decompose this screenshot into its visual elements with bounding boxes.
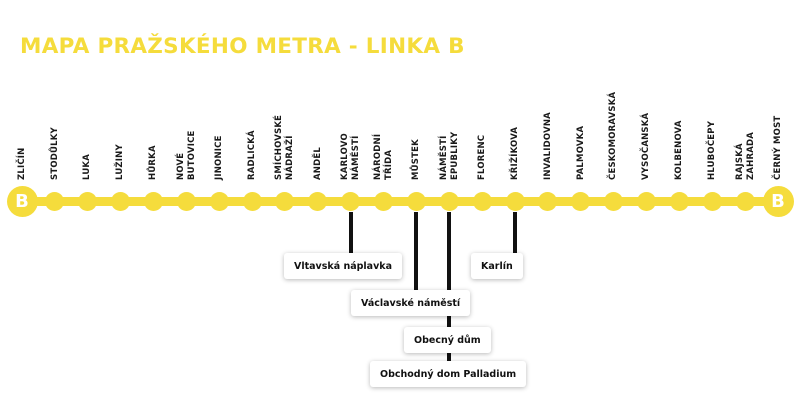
station-dot [406, 192, 426, 211]
station-name: ZAHRADA [745, 131, 756, 180]
station-name: LUKA [82, 154, 93, 180]
station-dot [735, 192, 755, 211]
station-dot [374, 192, 394, 211]
poi-connector [513, 212, 518, 253]
station-name: NÁMĚSTÍ [350, 135, 361, 180]
station-dot [341, 192, 361, 211]
station-dot [702, 192, 722, 211]
poi-connector [414, 212, 419, 290]
poi-label-box[interactable]: Obchodný dom Palladium [370, 361, 527, 387]
station-name: JINONICE [213, 135, 224, 180]
station-name: SMÍCHOVSKÉ [274, 114, 285, 180]
station-name: INVALIDOVNA [542, 112, 553, 180]
station-dot [111, 192, 131, 211]
station-name: NÁMĚSTÍ [438, 135, 449, 180]
station-name: MŮSTEK [411, 139, 422, 180]
station-name: ANDĚL [312, 147, 323, 180]
poi-connector [348, 212, 353, 253]
line-letter: B [15, 190, 29, 212]
station-name: VYSOČANSKÁ [641, 112, 652, 180]
line-end-terminus: B [762, 186, 794, 217]
map-title: MAPA PRAŽSKÉHO METRA - LINKA B [20, 34, 465, 59]
line-start-terminus: B [6, 186, 38, 217]
poi-label-box[interactable]: Václavské náměstí [351, 290, 471, 316]
station-name: NÁDRAŽÍ [284, 135, 295, 180]
station-dot [45, 192, 65, 211]
station-name: HLUBOČEPY [707, 120, 717, 180]
station-dot [176, 192, 196, 211]
station-name: ČERNÝ MOST [772, 115, 783, 180]
metro-line-b [22, 197, 778, 206]
station-name: NÁRODNÍ [373, 133, 384, 180]
line-letter: B [771, 190, 785, 212]
station-name: LUŽINY [115, 144, 126, 180]
station-dot [571, 192, 591, 211]
station-name: KOLBENOVA [674, 120, 685, 180]
station-name: ZLIČÍN [16, 147, 27, 180]
station-dot [78, 192, 98, 211]
poi-label-box[interactable]: Obecný dům [404, 327, 491, 353]
station-name: PALMOVKA [575, 125, 586, 180]
station-dot [538, 192, 558, 211]
station-dot [472, 192, 492, 211]
poi-connector [447, 212, 452, 361]
poi-label-box[interactable]: Karlín [471, 253, 523, 279]
station-name: KŘIŽÍKOVA [509, 126, 520, 180]
station-name: BUTOVICE [186, 130, 197, 180]
station-dot [637, 192, 657, 211]
station-dot [505, 192, 525, 211]
station-name: RADLICKÁ [246, 130, 257, 180]
station-name: KARLOVO [340, 133, 351, 180]
station-name: FLORENC [476, 134, 487, 180]
poi-label-box[interactable]: Vltavská náplavka [284, 253, 403, 279]
station-dot [143, 192, 163, 211]
station-name: NOVÉ [175, 152, 186, 180]
station-name: STODŮLKY [49, 127, 60, 180]
station-name: EPUBLIKY [449, 131, 460, 180]
station-dot [308, 192, 328, 211]
station-name: HŮRKA [148, 145, 159, 180]
station-dot [242, 192, 262, 211]
station-dot [275, 192, 295, 211]
station-dot [209, 192, 229, 211]
station-name: TŘÍDA [383, 149, 394, 180]
station-dot [604, 192, 624, 211]
station-name: RAJSKÁ [734, 143, 745, 180]
station-dot [669, 192, 689, 211]
station-name: ČESKOMORAVSKÁ [608, 91, 619, 180]
station-dot [439, 192, 459, 211]
